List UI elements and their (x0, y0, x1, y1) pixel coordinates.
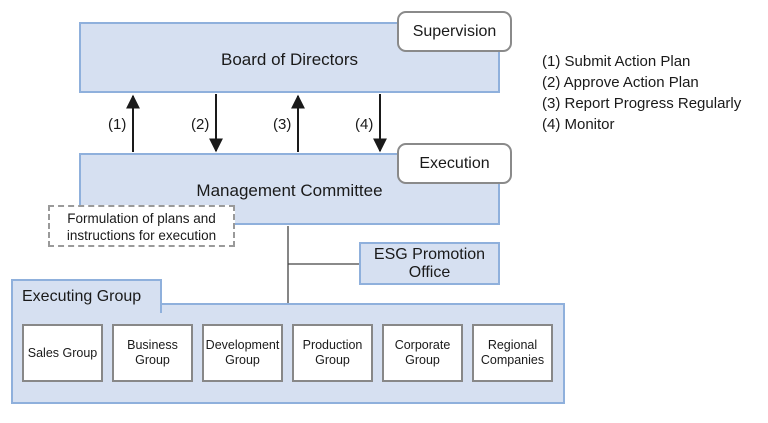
group-production: Production Group (292, 324, 373, 382)
step-label-3: (3) (273, 116, 292, 133)
legend-item-1: (1) Submit Action Plan (542, 53, 691, 70)
step-label-1: (1) (108, 116, 127, 133)
group-corporate: Corporate Group (382, 324, 463, 382)
legend-item-4: (4) Monitor (542, 116, 615, 133)
step-label-4: (4) (355, 116, 374, 133)
esg-office-label: ESG Promotion Office (373, 245, 486, 281)
group-business: Business Group (112, 324, 193, 382)
supervision-tag: Supervision (397, 11, 512, 52)
execution-tag: Execution (397, 143, 512, 184)
legend-item-2: (2) Approve Action Plan (542, 74, 699, 91)
group-sales: Sales Group (22, 324, 103, 382)
group-development: Development Group (202, 324, 283, 382)
group-regional-companies: Regional Companies (472, 324, 553, 382)
board-title: Board of Directors (221, 50, 358, 69)
executing-group-title: Executing Group (22, 288, 142, 305)
legend-item-3: (3) Report Progress Regularly (542, 95, 742, 112)
step-label-2: (2) (191, 116, 210, 133)
plans-note: Formulation of plans and instructions fo… (48, 205, 235, 247)
executing-group-title-box: Executing Group (11, 279, 162, 313)
esg-promotion-office-box: ESG Promotion Office (359, 242, 500, 285)
management-title: Management Committee (196, 181, 383, 200)
